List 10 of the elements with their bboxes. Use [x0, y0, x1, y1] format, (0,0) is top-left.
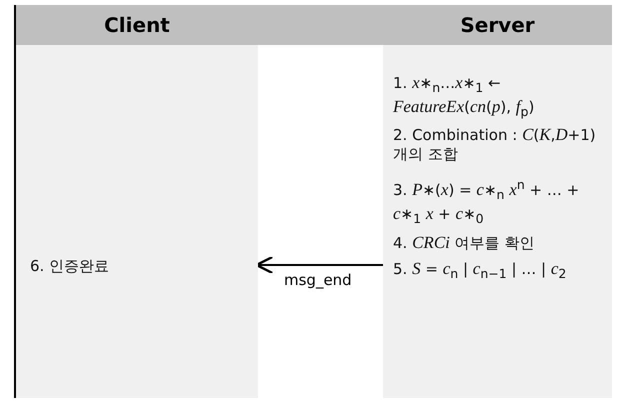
step-text: 3. P∗(x) = c∗$_{n}$ x$^{n}$ + … + c∗$_{1}$ x + c∗$_{0}$ — [393, 176, 580, 228]
column-header: Client — [16, 5, 258, 45]
lifeline-column — [383, 5, 612, 398]
step-text: 1. x∗$_{n}$…x∗$_{1}$ ← FeatureEx(cn(p), f$_{p}$) — [393, 73, 536, 121]
step-text: 6. 인증완료 — [30, 257, 110, 276]
lifeline-column — [14, 5, 258, 398]
column-header: Server — [383, 5, 612, 45]
step-text: 4. CRCi 여부를 확인 — [393, 233, 536, 253]
step-text: 5. S = c$_{n}$ | c$_{n−1}$ | … | c$_{2}$ — [393, 259, 568, 283]
step-text: 2. Combination : C(K,D+1)개의 조합 — [393, 125, 597, 164]
